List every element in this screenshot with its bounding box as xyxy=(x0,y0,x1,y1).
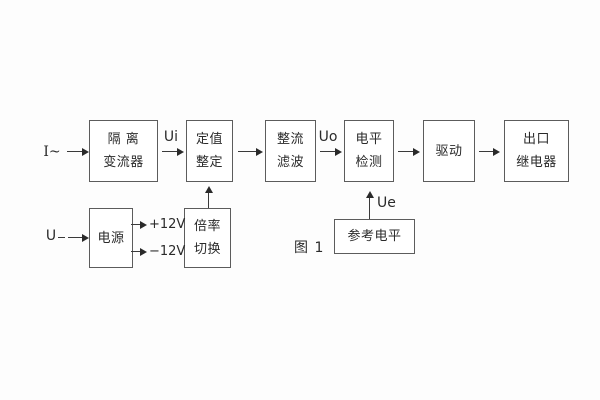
node-output-relay: 出口 继电器 xyxy=(504,120,569,182)
node-power-supply: 电源 xyxy=(89,208,133,268)
node-level-detector-line2: 检测 xyxy=(355,155,383,170)
input-voltage-line-segment xyxy=(58,237,65,238)
node-rectifier-filter-line2: 滤波 xyxy=(276,155,304,170)
node-level-detector-line1: 电平 xyxy=(355,132,383,147)
node-rectifier-filter-line1: 整流 xyxy=(276,132,304,147)
arrow-power-plus-12v xyxy=(131,220,147,229)
label-minus-12v: −12V xyxy=(149,244,186,259)
arrow-level-to-driver xyxy=(398,147,420,156)
node-isolation-transformer-line2: 变流器 xyxy=(103,155,144,170)
arrow-input-current-to-isolation xyxy=(67,147,89,156)
arrow-driver-to-relay xyxy=(479,147,500,156)
node-isolation-transformer-line1: 隔 离 xyxy=(107,132,140,147)
node-reference-level-label: 参考电平 xyxy=(347,229,402,244)
label-uo: Uo xyxy=(318,129,338,145)
arrow-rectifier-to-level xyxy=(320,147,342,156)
node-level-detector: 电平 检测 xyxy=(344,120,394,182)
node-setting-adjust-line1: 定值 xyxy=(195,132,223,147)
node-setting-adjust: 定值 整定 xyxy=(186,120,233,182)
node-rectifier-filter: 整流 滤波 xyxy=(265,120,316,182)
node-setting-adjust-line2: 整定 xyxy=(195,155,223,170)
arrow-setting-to-rectifier xyxy=(238,147,263,156)
node-power-supply-label: 电源 xyxy=(97,230,125,246)
arrow-ratio-switch-to-setting xyxy=(204,186,213,208)
node-ratio-switch-line1: 倍率 xyxy=(193,219,221,234)
node-output-relay-line1: 出口 xyxy=(522,132,550,147)
node-driver-label: 驱动 xyxy=(435,143,463,159)
node-isolation-transformer: 隔 离 变流器 xyxy=(89,120,158,182)
node-ratio-switch-line2: 切换 xyxy=(193,242,221,257)
arrow-input-voltage-to-power xyxy=(68,233,89,242)
label-plus-12v: +12V xyxy=(149,217,186,232)
label-input-voltage: U xyxy=(45,228,57,244)
node-output-relay-line2: 继电器 xyxy=(516,155,557,170)
label-ui: Ui xyxy=(163,129,179,145)
arrow-reference-to-level-ue xyxy=(365,191,374,219)
node-ratio-switch: 倍率 切换 xyxy=(184,208,231,268)
label-input-current: I~ xyxy=(43,144,61,160)
figure-caption: 图 1 xyxy=(294,240,325,256)
arrow-isolation-to-setting xyxy=(162,147,184,156)
node-reference-level: 参考电平 xyxy=(334,219,415,254)
node-driver: 驱动 xyxy=(423,120,475,182)
label-ue: Ue xyxy=(377,195,396,211)
arrow-power-minus-12v xyxy=(131,247,147,256)
